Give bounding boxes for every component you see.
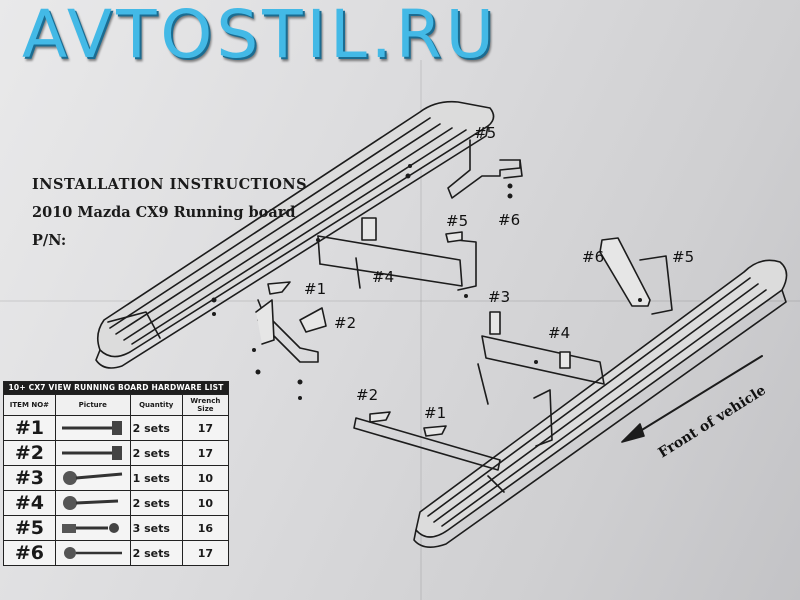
instructions-model: 2010 Mazda CX9 Running board (32, 204, 296, 221)
table-row: #2 2 sets 17 (3, 440, 230, 466)
clip-bolt-icon (61, 523, 119, 533)
table-row: #3 1 sets 10 (3, 465, 230, 491)
left-mounting-brackets (255, 139, 523, 363)
table-row: #6 2 sets 17 (3, 540, 230, 566)
quantity: 2 sets (129, 440, 183, 466)
callout-label: #4 (372, 268, 394, 286)
callout-label: #5 (672, 248, 694, 266)
paper-fold-horizontal (0, 300, 800, 302)
left-running-board (95, 100, 495, 369)
callout-label: #1 (304, 280, 326, 298)
hardware-table-header: ITEM NO# Picture Quantity Wrench Size (3, 394, 230, 416)
quantity: 1 sets (129, 465, 183, 491)
wrench-size: 10 (181, 490, 230, 516)
header-item: ITEM NO# (3, 394, 56, 416)
quantity: 2 sets (129, 490, 183, 516)
callout-label: #4 (548, 324, 570, 342)
item-number: #1 (3, 415, 56, 441)
callout-label: #2 (334, 314, 356, 332)
callout-label: #3 (488, 288, 510, 306)
right-mounting-brackets (353, 237, 673, 471)
right-running-board (413, 259, 788, 548)
part-number-label: P/N: (32, 232, 67, 249)
stud-bolt-icon (63, 547, 122, 559)
direction-arrow (621, 355, 763, 443)
callout-label: #6 (582, 248, 604, 266)
callout-label: #6 (498, 211, 520, 229)
quantity: 3 sets (129, 515, 183, 541)
callout-label: #1 (424, 404, 446, 422)
instructions-title: INSTALLATION INSTRUCTIONS (32, 176, 308, 193)
header-picture: Picture (54, 394, 131, 416)
item-number: #4 (3, 490, 56, 516)
hardware-list-table: 10+ CX7 VIEW RUNNING BOARD HARDWARE LIST… (3, 381, 230, 566)
site-watermark: AVTOSTIL.RU (22, 0, 498, 73)
wrench-size: 17 (181, 440, 230, 466)
bolt-icon (61, 421, 122, 435)
paper-fold-vertical (420, 60, 422, 600)
screw-washer-icon (62, 471, 122, 485)
table-row: #1 2 sets 17 (3, 415, 230, 441)
quantity: 2 sets (129, 540, 183, 566)
hardware-table-caption: 10+ CX7 VIEW RUNNING BOARD HARDWARE LIST (3, 381, 229, 395)
callout-label: #2 (356, 386, 378, 404)
header-quantity: Quantity (129, 394, 183, 416)
callout-label: #5 (446, 212, 468, 230)
callout-label: #5 (474, 124, 496, 142)
item-number: #3 (3, 465, 56, 491)
wrench-size: 16 (181, 515, 230, 541)
table-row: #4 2 sets 10 (3, 490, 230, 516)
table-row: #5 3 sets 16 (3, 515, 230, 541)
quantity: 2 sets (129, 415, 183, 441)
screw-washer-icon (62, 496, 118, 510)
bolt-icon (61, 446, 122, 460)
item-number: #6 (3, 540, 56, 566)
item-number: #2 (3, 440, 56, 466)
front-of-vehicle-label: Front of vehicle (656, 382, 769, 461)
wrench-size: 17 (181, 415, 230, 441)
wrench-size: 17 (181, 540, 230, 566)
item-number: #5 (3, 515, 56, 541)
header-wrench: Wrench Size (181, 394, 230, 416)
hardware-fasteners (211, 164, 642, 400)
wrench-size: 10 (181, 465, 230, 491)
